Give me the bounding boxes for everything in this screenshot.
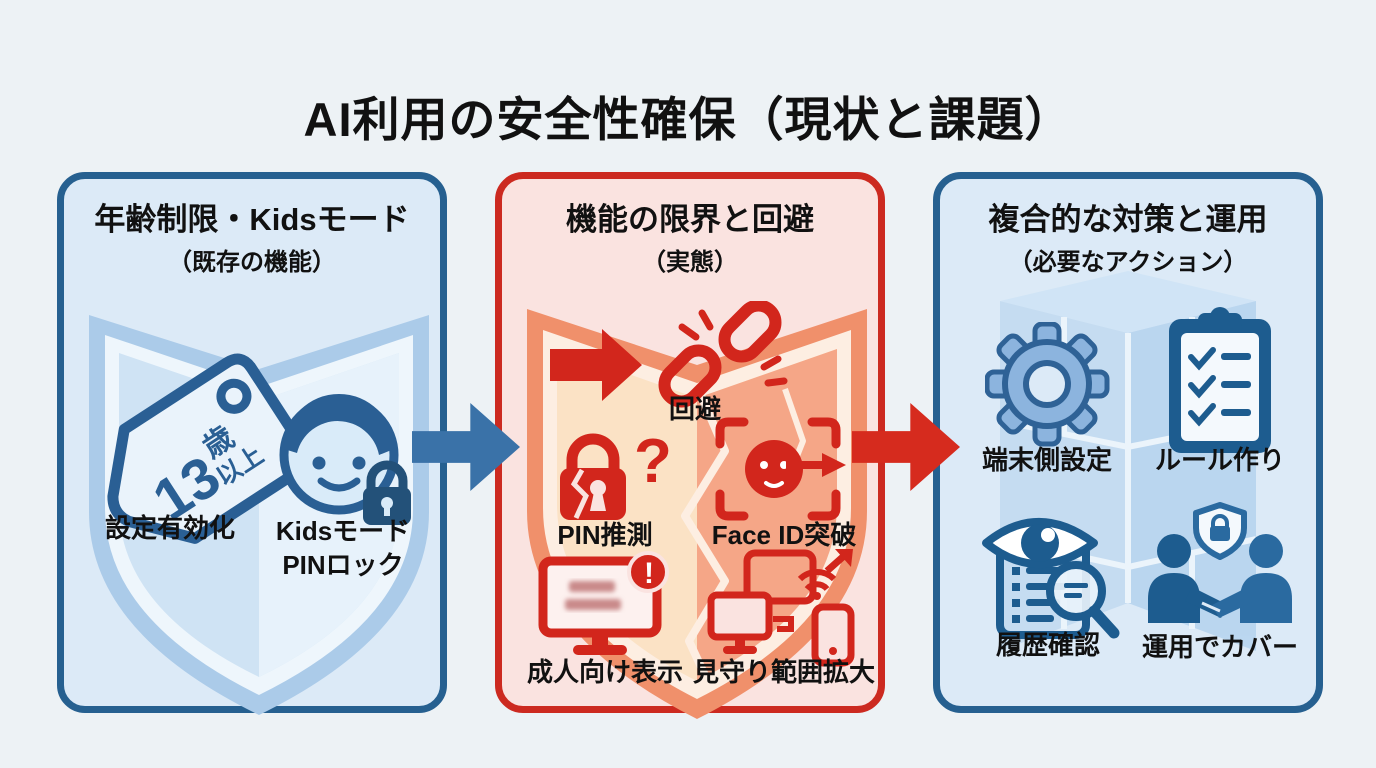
bypass-label: 回避 [668, 394, 722, 424]
panel-combined-measures: 複合的な対策と運用 （必要なアクション） 端末側設定 [933, 172, 1323, 713]
kids-mode-pin-label: Kidsモード PINロック [276, 515, 410, 583]
history-check-label: 履歴確認 [995, 630, 1101, 660]
panel-title: 年齢制限・Kidsモード [94, 202, 410, 237]
history-eye-icon [982, 518, 1120, 639]
gear-icon [985, 322, 1110, 447]
device-settings-label: 端末側設定 [981, 445, 1113, 475]
face-id-breach-label: Face ID突破 [711, 520, 857, 550]
pin-guess-label: PIN推測 [557, 520, 653, 550]
panel-title: 機能の限界と回避 [566, 202, 814, 237]
panel-title: 複合的な対策と運用 [988, 202, 1268, 237]
exclamation-mark: ! [644, 557, 654, 590]
kids-mode-label-line: Kidsモード [275, 516, 411, 546]
panel-subtitle: （実態） [642, 248, 738, 276]
panel-subtitle: （必要なアクション） [1008, 248, 1248, 276]
adult-display-label: 成人向け表示 [526, 657, 684, 687]
operation-cover-label: 運用でカバー [1141, 632, 1299, 662]
page-title: AI利用の安全性確保（現状と課題） [303, 93, 1073, 147]
rule-making-label: ルール作り [1154, 445, 1286, 475]
activate-settings-label: 設定有効化 [104, 513, 236, 543]
clipboard-checklist-icon [1169, 307, 1271, 453]
child-lock-icon [279, 394, 411, 525]
panel-limits-circumvention: 機能の限界と回避 （実態） 回避 ? PIN推測 [495, 172, 885, 719]
panel-subtitle: （既存の機能） [168, 248, 336, 276]
handshake-shield-icon [1148, 502, 1292, 623]
face-id-icon [715, 417, 846, 521]
cracked-lock-icon: ? [560, 427, 672, 520]
watch-scope-label: 見守り範囲拡大 [692, 657, 876, 687]
pin-lock-label-line: PINロック [282, 549, 404, 580]
adult-content-monitor-icon: ! [538, 551, 669, 655]
panel-existing-features: 年齢制限・Kidsモード （既存の機能） 13 歳 以上 設定有効化 Kidsモ… [57, 172, 447, 715]
question-mark: ? [634, 427, 672, 496]
bypass-arrow-icon [550, 329, 642, 401]
devices-expand-icon [707, 549, 855, 667]
